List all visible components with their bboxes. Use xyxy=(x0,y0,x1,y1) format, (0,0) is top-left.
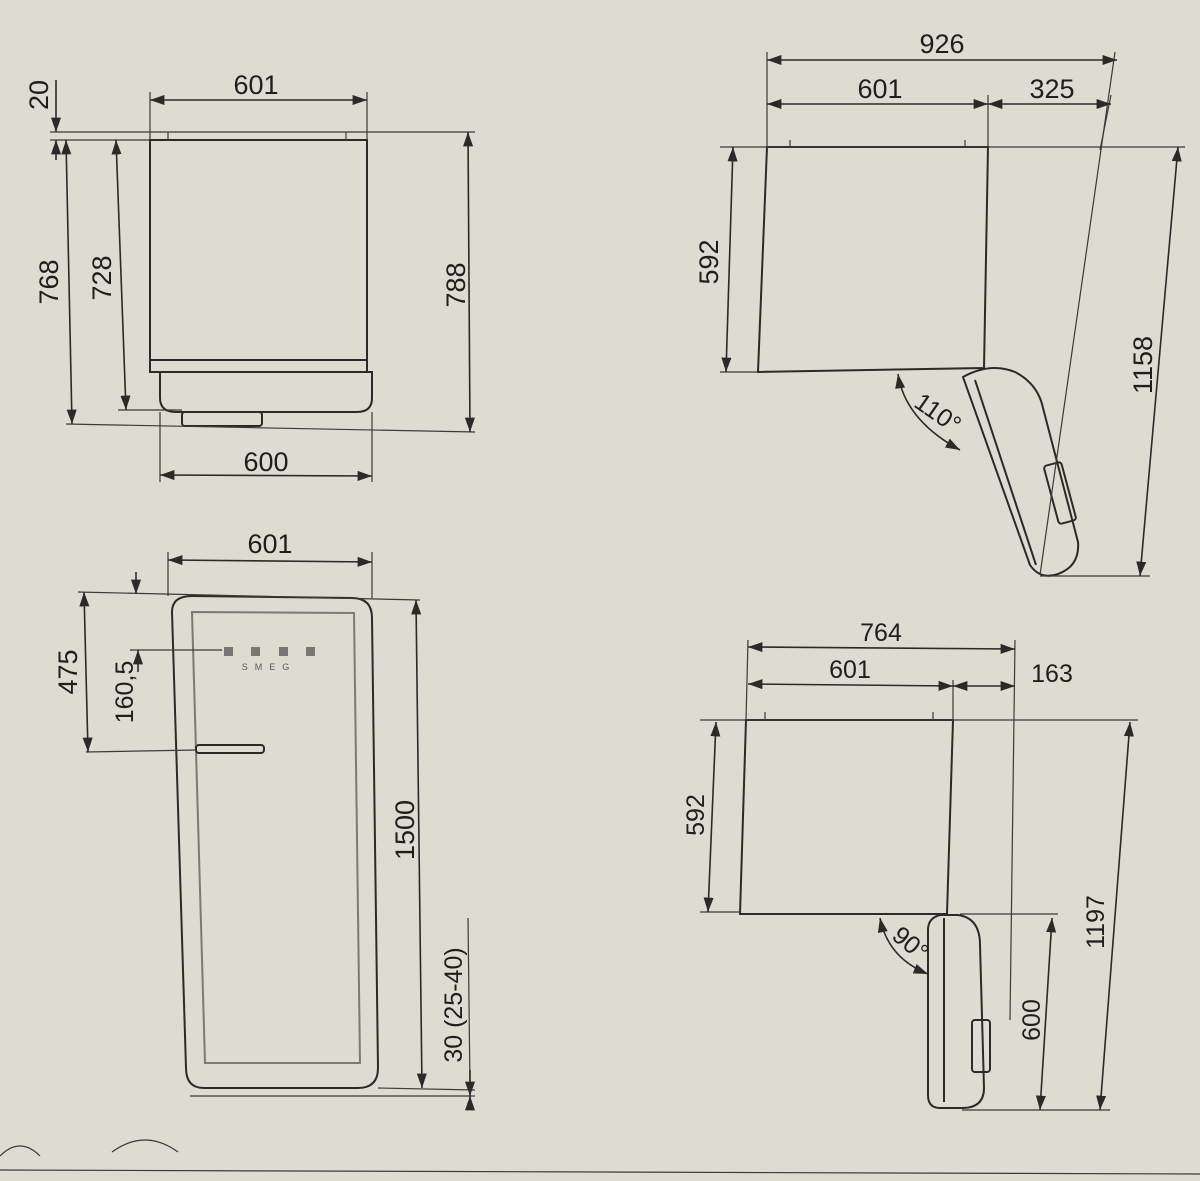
label-110-depth: 592 xyxy=(694,239,724,284)
label-side-top-offset: 20 xyxy=(24,80,54,110)
label-side-height-handle: 788 xyxy=(441,262,471,307)
label-90-door-extension: 163 xyxy=(1031,660,1073,688)
top-view-110: 926 601 325 592 1158 110° xyxy=(694,29,1185,577)
label-110-total-width: 926 xyxy=(919,29,964,59)
dim-line-side-bottom-width xyxy=(159,470,373,481)
label-90-total-depth: 1197 xyxy=(1082,895,1110,949)
dim-line-side-height-total xyxy=(61,139,77,425)
label-110-door-extension: 325 xyxy=(1029,74,1074,104)
label-side-height-total: 768 xyxy=(34,259,64,304)
logo-letter-g xyxy=(306,647,315,656)
dim-line-110-depth xyxy=(721,146,738,373)
top-view-110-outline xyxy=(756,140,1080,577)
label-front-feet: 30 (25-40) xyxy=(440,947,468,1062)
front-view-outline: SMEG xyxy=(170,594,380,1089)
label-front-height: 1500 xyxy=(390,800,420,860)
label-side-top-width: 601 xyxy=(233,70,278,100)
dim-line-front-top-to-handle xyxy=(79,591,93,753)
dim-line-90-depth xyxy=(703,721,721,913)
edge-marks xyxy=(0,1139,1200,1175)
label-side-height-body: 728 xyxy=(87,255,117,300)
label-110-total-depth: 1158 xyxy=(1128,336,1158,394)
dim-line-side-height-handle xyxy=(463,131,475,433)
top-view-90-extension-lines xyxy=(700,639,1138,1111)
dim-line-110-total-depth xyxy=(1136,146,1182,577)
top-view-110-extension-lines xyxy=(720,51,1185,577)
label-90-depth: 592 xyxy=(682,794,710,836)
smeg-logo xyxy=(224,647,315,656)
logo-letter-m xyxy=(251,647,260,656)
dim-line-side-height-body xyxy=(111,139,131,411)
dim-line-90-total-width xyxy=(747,642,1016,654)
logo-letter-e xyxy=(279,647,288,656)
angle-arc-110 xyxy=(895,373,961,451)
top-view-90-outline xyxy=(738,712,991,1109)
label-90-angle: 90° xyxy=(887,921,934,967)
brand-text: SMEG xyxy=(242,662,297,672)
label-front-width: 601 xyxy=(247,529,292,559)
side-view-outline xyxy=(149,132,373,427)
dim-line-90-door-depth xyxy=(1035,917,1057,1111)
top-view-90: 764 601 163 592 1197 600 90° xyxy=(682,619,1138,1111)
label-110-body-width: 601 xyxy=(857,74,902,104)
label-90-total-width: 764 xyxy=(860,619,902,647)
dim-line-90-total-depth xyxy=(1096,721,1134,1111)
dim-line-front-height xyxy=(411,599,427,1089)
label-90-door-depth: 600 xyxy=(1018,999,1046,1041)
front-view: SMEG 601 475 160,5 1500 30 (25-40) xyxy=(53,529,476,1111)
dim-line-90-body-width xyxy=(747,679,954,691)
angle-arc-90 xyxy=(877,917,929,975)
label-side-bottom-width: 600 xyxy=(243,447,288,477)
label-front-top-to-handle: 475 xyxy=(53,649,83,694)
logo-letter-s xyxy=(224,647,233,656)
label-front-top-to-logo: 160,5 xyxy=(111,661,139,724)
side-view: 601 20 768 728 788 600 xyxy=(24,70,476,482)
label-110-angle: 110° xyxy=(909,388,966,440)
label-90-body-width: 601 xyxy=(829,656,871,684)
dim-line-front-width xyxy=(167,555,373,567)
